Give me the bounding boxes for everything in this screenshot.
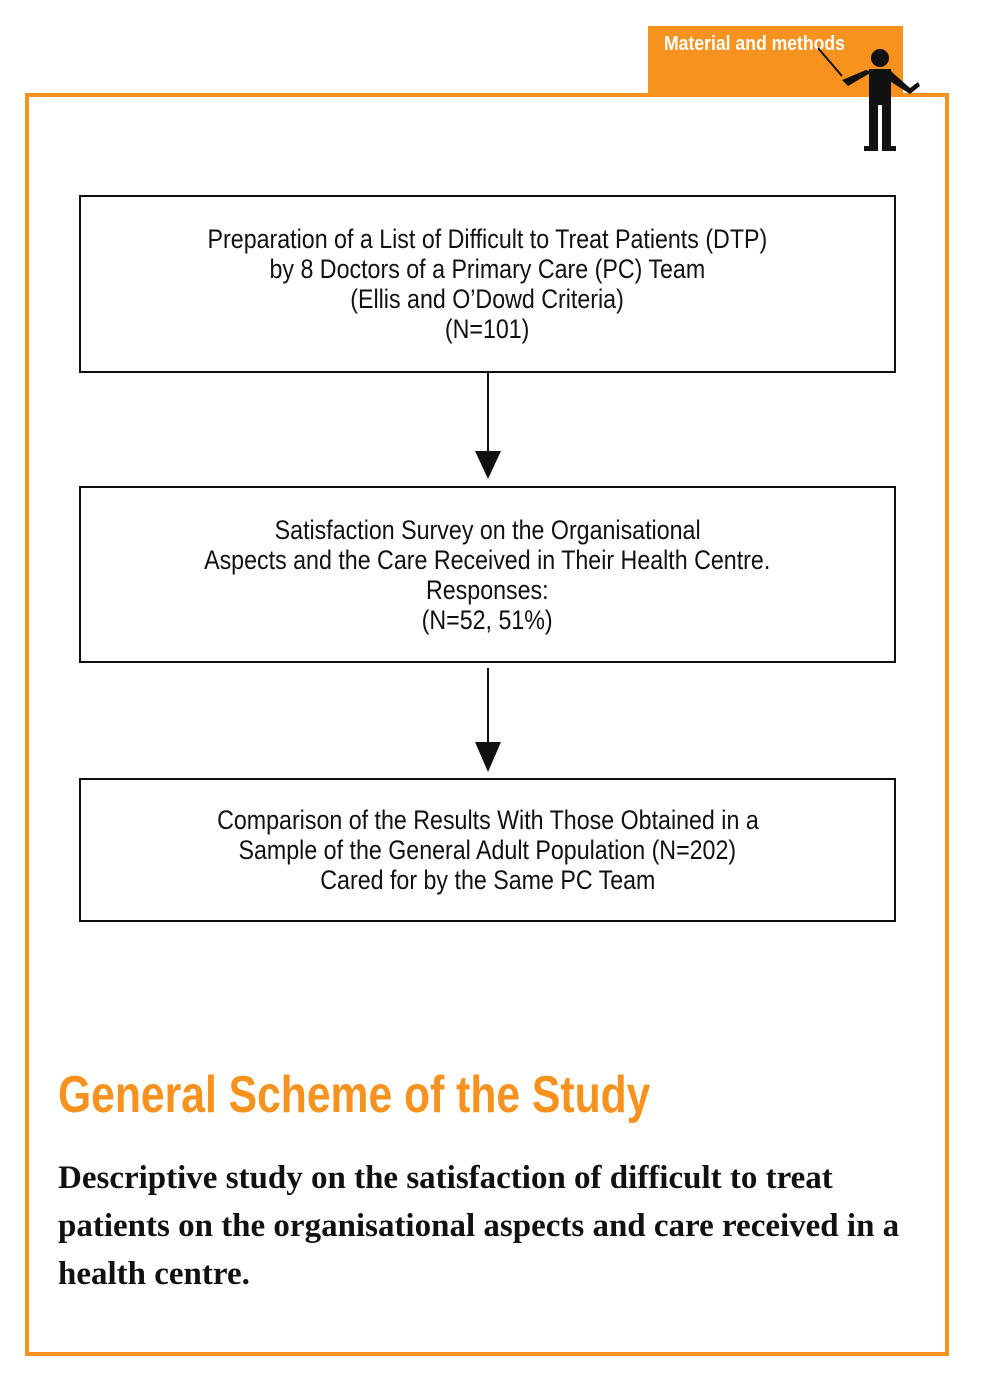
page-frame [25, 93, 949, 1356]
figure-caption: Descriptive study on the satisfaction of… [58, 1160, 900, 1292]
section-tab [648, 26, 903, 93]
flow-box-line: (N=52, 51%) [421, 604, 553, 635]
flow-box-line: Preparation of a List of Difficult to Tr… [207, 224, 768, 254]
flow-box-line: Responses: [426, 574, 549, 605]
flow-box-line: Cared for by the Same PC Team [319, 865, 656, 895]
flow-arrow-2 [475, 668, 501, 772]
flow-box-line: Sample of the General Adult Population (… [238, 835, 737, 865]
flow-box-line: Comparison of the Results With Those Obt… [216, 805, 759, 835]
flow-box-line: (N=101) [445, 314, 530, 344]
flow-box-line: Aspects and the Care Received in Their H… [204, 544, 771, 575]
flow-box-line: (Ellis and O’Dowd Criteria) [350, 284, 625, 314]
flow-box-survey: Satisfaction Survey on the Organisationa… [79, 486, 896, 663]
flow-box-line: Satisfaction Survey on the Organisationa… [274, 514, 701, 545]
flow-arrow-1 [475, 373, 501, 479]
presenter-with-pointer-icon [817, 47, 920, 151]
flow-box-comparison: Comparison of the Results With Those Obt… [79, 778, 896, 922]
flow-box-line: by 8 Doctors of a Primary Care (PC) Team [269, 254, 706, 284]
figure-title: General Scheme of the Study [58, 1066, 651, 1124]
section-tab-label: Material and methods [664, 33, 845, 55]
flow-box-preparation: Preparation of a List of Difficult to Tr… [79, 195, 896, 373]
